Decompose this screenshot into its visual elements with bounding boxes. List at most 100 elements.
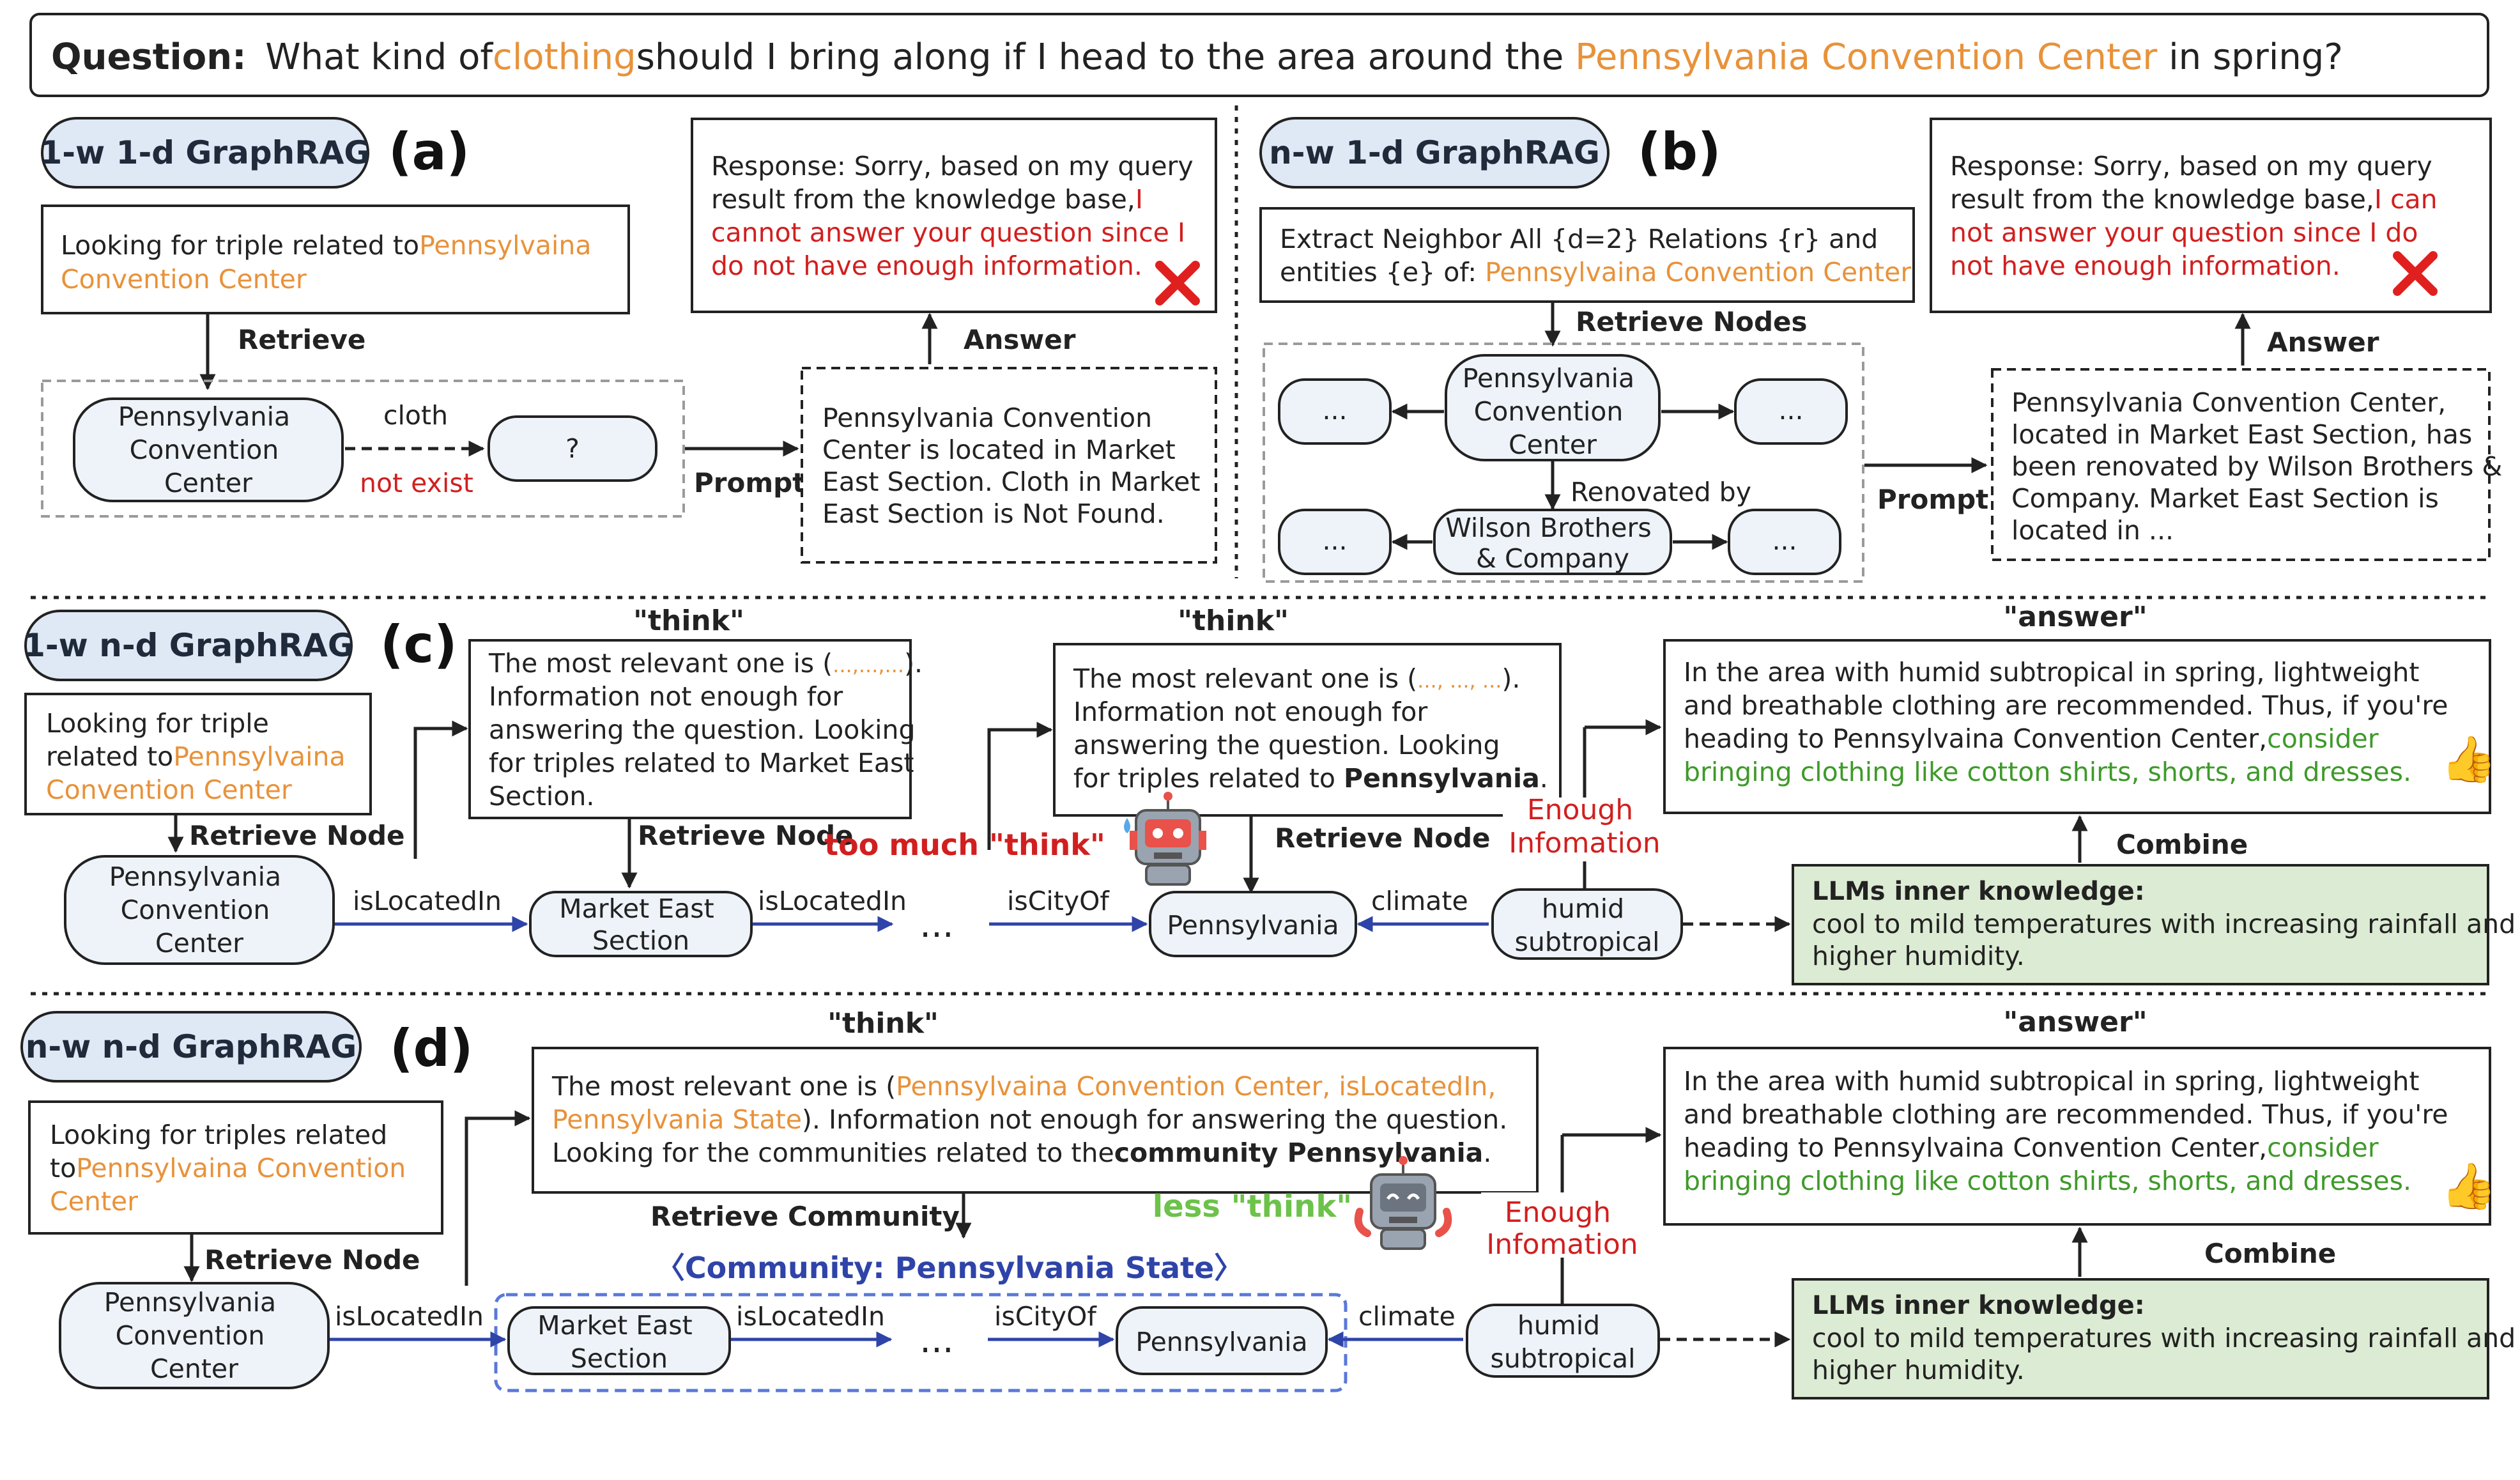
community-frame: [494, 1293, 1348, 1392]
robot-sweat-icon: [1124, 792, 1206, 886]
node-pcc-b-label: Pennsylvania Convention Center: [1463, 363, 1643, 460]
node-unknown-label: ?: [565, 433, 580, 464]
think-d: The most relevant one is (Pennsylvaina C…: [551, 1071, 1516, 1168]
prompt-b: Prompt: [1877, 484, 1988, 515]
badge-d-label: n-w n-d GraphRAG: [26, 1028, 357, 1065]
rel-c3: isCityOf: [1007, 886, 1110, 916]
think-c1: The most relevant one is (...,...,...). …: [488, 648, 931, 812]
ellipsis-b2: ...: [1778, 395, 1803, 426]
node-wilson-label: Wilson Brothers & Company: [1445, 513, 1660, 574]
node-pcc-d: [59, 1282, 330, 1389]
context-box-a: [801, 367, 1217, 564]
context-box-b: [1991, 368, 2491, 561]
badge-c: [24, 610, 353, 681]
response-a: Response: Sorry, based on my query resul…: [711, 151, 1202, 281]
not-exist: not exist: [360, 468, 473, 498]
node-mes-c: [529, 891, 753, 957]
badge-a: [41, 117, 369, 189]
too-much-think: too much "think": [824, 828, 1105, 862]
answer-label-d: "answer": [2003, 1006, 2147, 1038]
thumbs-up-icon: 👍: [2441, 733, 2496, 785]
node-pcc-a: [73, 397, 344, 502]
query-a-line2: Convention Center: [61, 264, 307, 295]
question-text: Question: What kind ofclothingshould I b…: [51, 36, 2343, 78]
knowledge-box-c: [1792, 864, 2489, 985]
badge-c-label: 1-w n-d GraphRAG: [23, 627, 354, 664]
graph-frame-b: [1263, 343, 1864, 583]
node-pa-c-label: Pennsylvania: [1167, 910, 1339, 941]
rel-c1: isLocatedIn: [353, 886, 502, 916]
enough-info-d: Enough Infomation: [1486, 1196, 1638, 1261]
rel-d2: isLocatedIn: [736, 1301, 885, 1332]
node-pcc-a-label: Pennsylvania Convention Center: [118, 401, 298, 498]
thumbs-up-icon: 👍: [2441, 1160, 2496, 1212]
edge-cloth: cloth: [383, 400, 448, 431]
query-box-b: [1259, 207, 1915, 303]
knowledge-d: cool to mild temperatures with increasin…: [1812, 1323, 2520, 1385]
node-humid-d: [1466, 1304, 1660, 1378]
less-think: less "think": [1153, 1189, 1353, 1224]
answer-d: In the area with humid subtropical in sp…: [1684, 1066, 2457, 1196]
context-b: Pennsylvania Convention Center, located …: [2011, 387, 2510, 546]
think-label-c2: "think": [1178, 605, 1289, 637]
node-unknown: [488, 415, 657, 482]
answer-c: In the area with humid subtropical in sp…: [1684, 657, 2457, 787]
knowledge-c: cool to mild temperatures with increasin…: [1812, 909, 2520, 971]
retrieve-node-d: Retrieve Node: [204, 1244, 420, 1276]
node-mes-d: [507, 1306, 731, 1375]
panel-c: 1-w n-d GraphRAG (c) Looking for triple …: [23, 601, 2520, 985]
node-ellipsis-b3: [1278, 509, 1392, 575]
node-humid-d-label: humid subtropical: [1491, 1310, 1636, 1374]
query-c: Looking for triple related toPennsylvain…: [46, 708, 354, 805]
node-mes-c-label: Market East Section: [559, 893, 722, 956]
answer-a: Answer: [964, 324, 1076, 355]
query-d: Looking for triples related toPennsylvai…: [50, 1120, 414, 1217]
retrieve-a: Retrieve: [238, 324, 365, 355]
node-mes-d-label: Market East Section: [537, 1310, 700, 1374]
panel-a: 1-w 1-d GraphRAG (a) Looking for triple …: [40, 117, 1217, 564]
query-box-d: [28, 1100, 443, 1235]
ellipsis-b4: ...: [1772, 525, 1797, 556]
think-c2: The most relevant one is (..., ..., ...)…: [1073, 663, 1548, 794]
think-box-d: [532, 1047, 1539, 1194]
retrieve-community: Retrieve Community: [650, 1201, 960, 1232]
panel-c-letter: (c): [380, 615, 457, 674]
node-pa-c: [1149, 891, 1357, 957]
response-b: Response: Sorry, based on my query resul…: [1950, 151, 2446, 281]
renovated-by: Renovated by: [1571, 477, 1751, 507]
enough-info-c: Enough Infomation: [1509, 794, 1660, 859]
ellipsis-b3: ...: [1322, 525, 1347, 556]
panel-a-letter: (a): [388, 122, 470, 181]
context-a: Pennsylvania Convention Center is locate…: [822, 403, 1208, 529]
panel-b: n-w 1-d GraphRAG (b) Extract Neighbor Al…: [1259, 117, 2510, 583]
badge-b-label: n-w 1-d GraphRAG: [1269, 134, 1600, 171]
prompt-a: Prompt: [694, 467, 805, 498]
node-wilson: [1433, 509, 1672, 575]
response-box-b: [1930, 118, 2492, 313]
rel-c4: climate: [1371, 886, 1468, 916]
retrieve-node-c3: Retrieve Node: [1275, 822, 1491, 854]
node-ellipsis-b4: [1728, 509, 1841, 575]
community-label: 〈Community: Pennsylvania State〉: [656, 1251, 1243, 1285]
badge-d: [20, 1011, 362, 1083]
rel-d3: isCityOf: [994, 1301, 1097, 1332]
retrieve-b: Retrieve Nodes: [1576, 306, 1808, 337]
think-box-c1: [468, 639, 912, 819]
rel-d1: isLocatedIn: [335, 1301, 484, 1332]
robot-happy-icon: [1354, 1156, 1452, 1250]
panel-d-letter: (d): [390, 1019, 473, 1078]
retrieve-node-c1: Retrieve Node: [189, 820, 405, 851]
question-bar: [29, 13, 2489, 97]
node-ellipsis-b1: [1278, 378, 1392, 445]
knowledge-title-d: LLMs inner knowledge:: [1812, 1291, 2145, 1320]
node-humid-c-label: humid subtropical: [1515, 893, 1660, 957]
knowledge-title-c: LLMs inner knowledge:: [1812, 877, 2145, 906]
panel-d: n-w n-d GraphRAG (d) Looking for triples…: [20, 1006, 2520, 1399]
dots-c: ...: [919, 904, 953, 946]
answer-b: Answer: [2267, 327, 2379, 358]
badge-a-label: 1-w 1-d GraphRAG: [40, 134, 371, 171]
answer-box-d: [1663, 1047, 2491, 1226]
think-label-d: "think": [827, 1007, 939, 1040]
node-humid-c: [1491, 888, 1683, 960]
